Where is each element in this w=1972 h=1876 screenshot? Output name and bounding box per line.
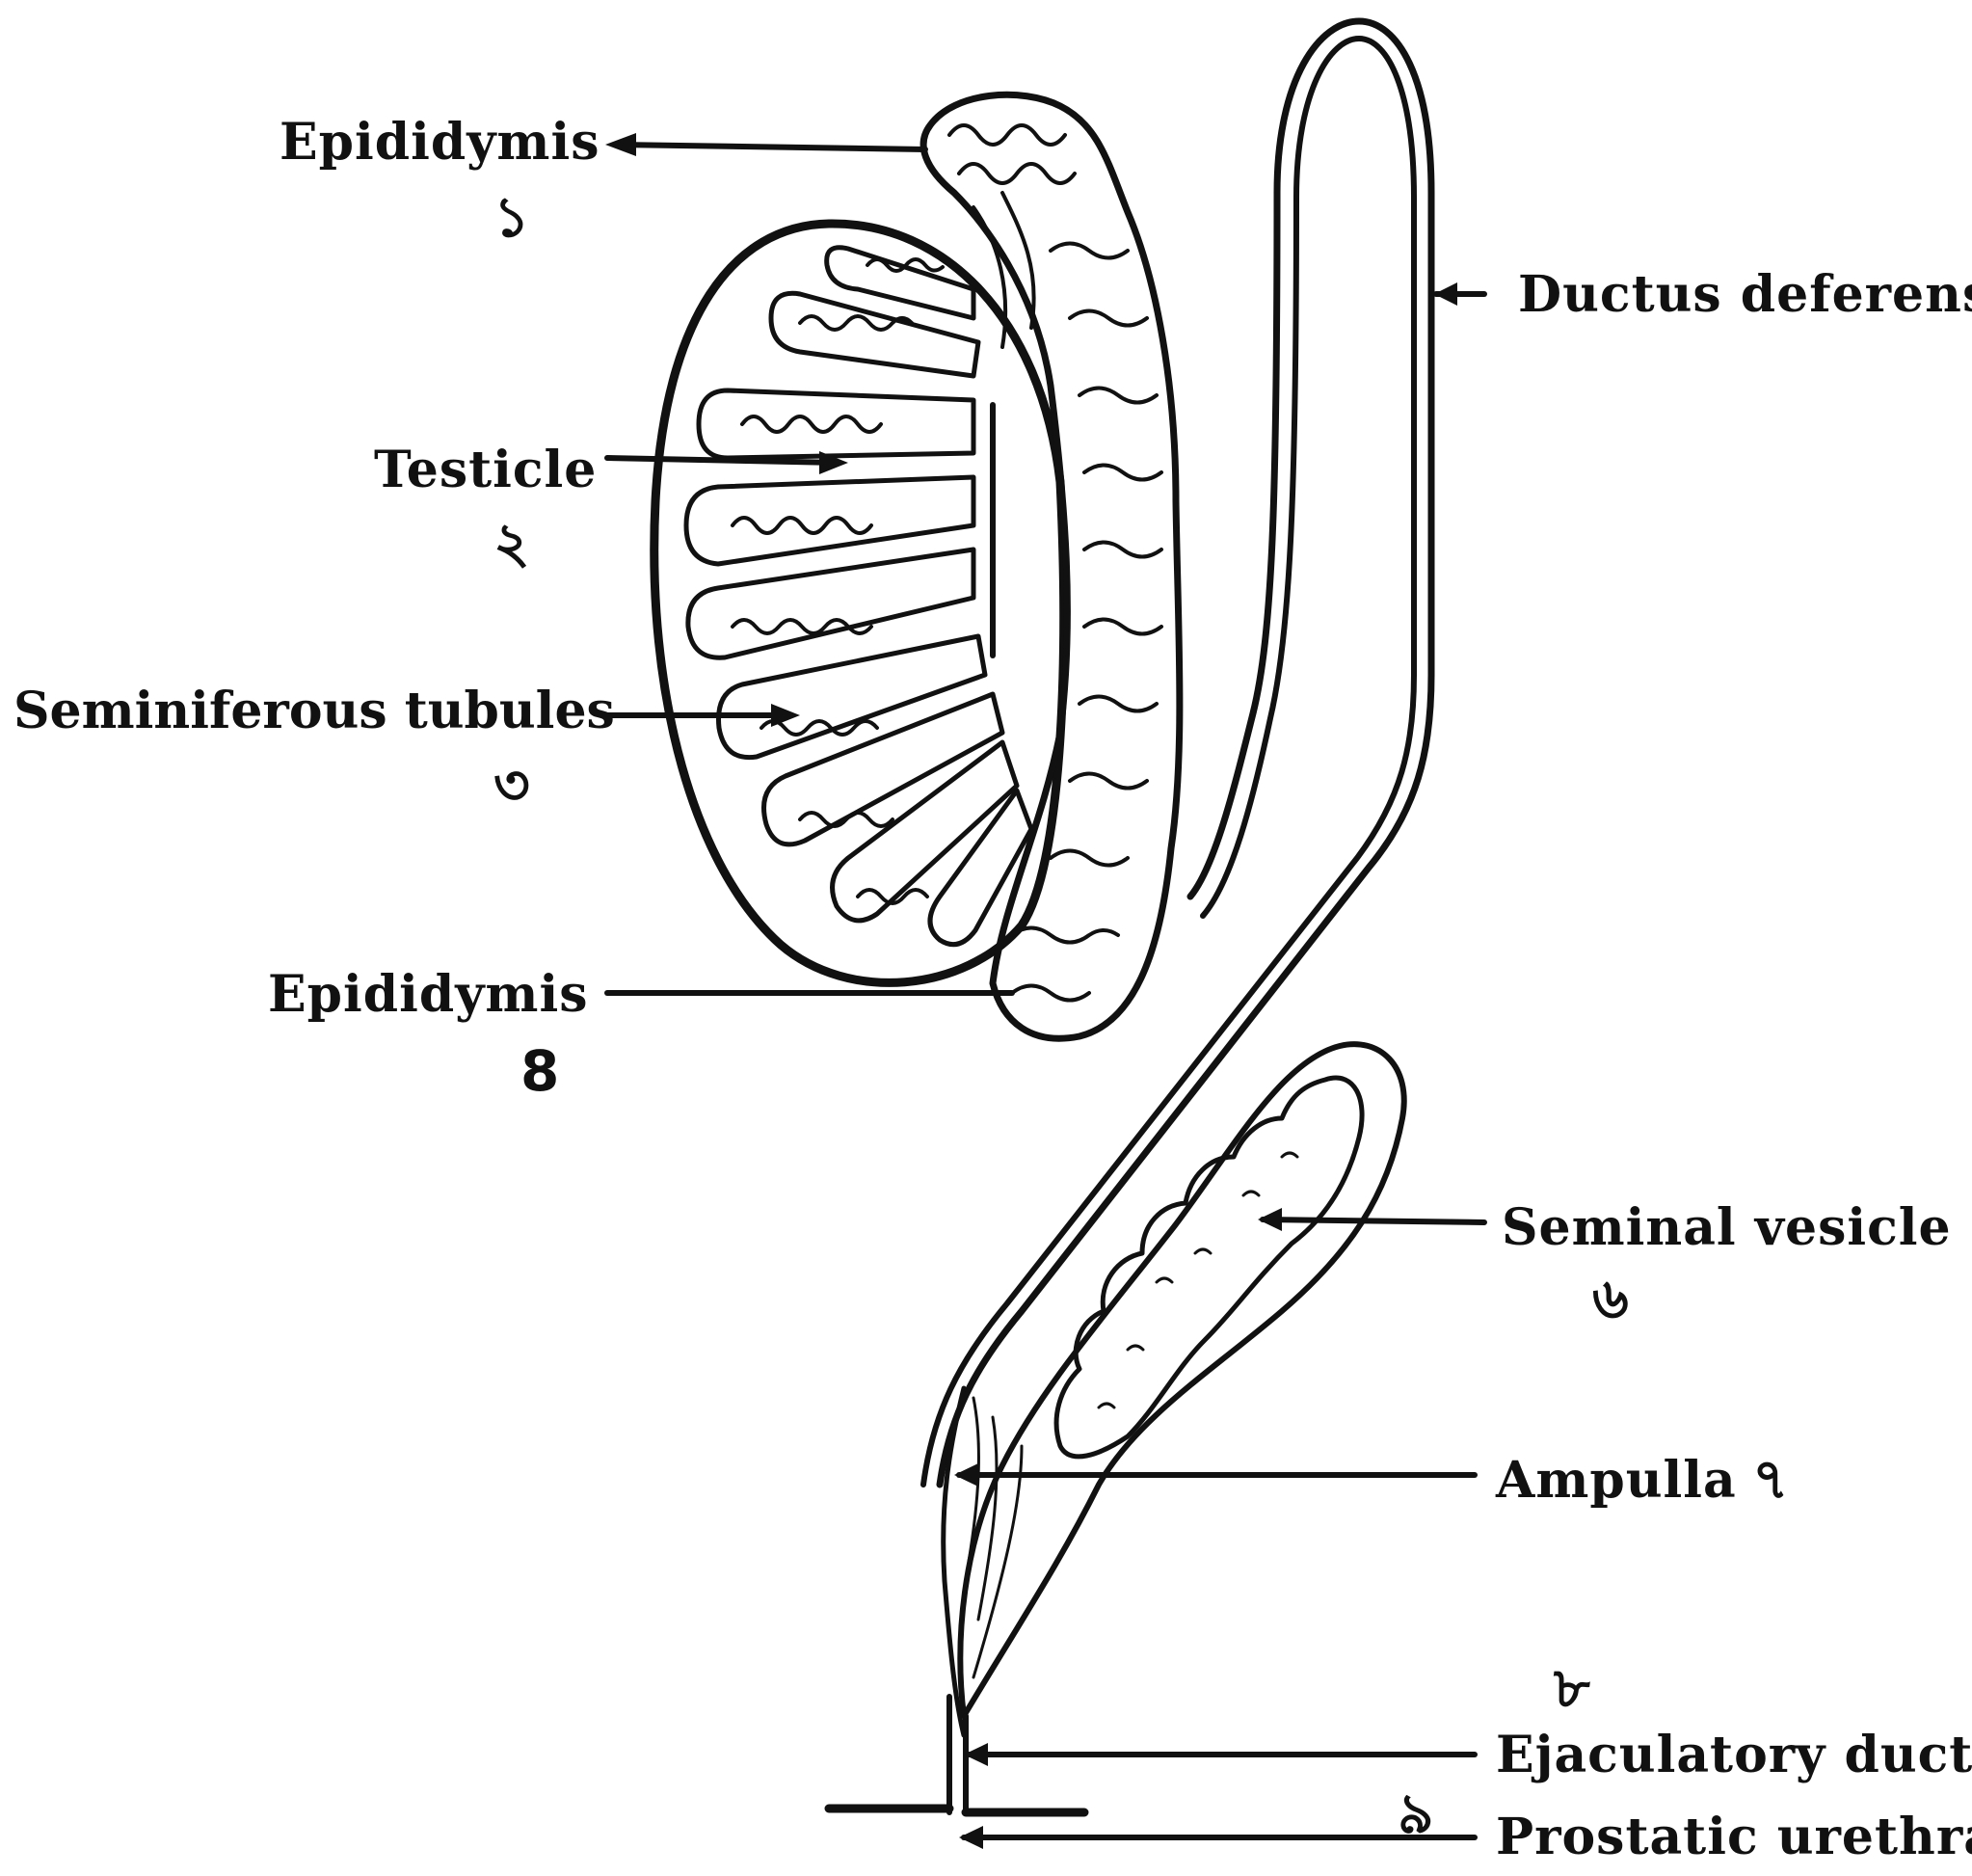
leader-seminal-vesicle [1263, 1219, 1484, 1222]
label-seminiferous-tubules: Seminiferous tubules [13, 686, 615, 737]
number-seminal-vesicle: ৬ [1592, 1271, 1629, 1327]
number-epididymis-tail: 8 [520, 1043, 559, 1099]
label-seminal-vesicle: Seminal vesicle [1502, 1203, 1952, 1253]
ductus-deferens-outer [940, 21, 1431, 1485]
label-epididymis-tail: Epididymis [268, 970, 589, 1020]
number-prostatic-urethra: ৯ [1398, 1785, 1434, 1841]
number-ejaculatory-duct: ৮ [1554, 1660, 1590, 1716]
number-epididymis-head: ১ [493, 189, 530, 245]
number-seminiferous-tubules: ৩ [493, 757, 530, 813]
seminal-vesicle-capsule [960, 1044, 1403, 1716]
urethra-line [829, 1809, 1084, 1812]
label-epididymis-head: Epididymis [280, 118, 600, 168]
label-testicle: Testicle [374, 445, 597, 496]
label-prostatic-urethra: Prostatic urethra [1496, 1812, 1972, 1863]
seminiferous-tubules [686, 248, 1031, 945]
label-ejaculatory-duct: Ejaculatory duct [1496, 1730, 1972, 1781]
leader-epididymis-head [617, 145, 925, 149]
label-ductus-deferens: Ductus deferens [1518, 270, 1972, 320]
number-ampulla: ৭ [1752, 1451, 1789, 1507]
number-testicle: ২ [493, 515, 530, 571]
epididymis-coils [949, 125, 1161, 1001]
label-ampulla: Ampulla [1496, 1456, 1737, 1506]
seminal-vesicle-lobes [1056, 1078, 1362, 1457]
epididymis-body [923, 94, 1180, 1038]
